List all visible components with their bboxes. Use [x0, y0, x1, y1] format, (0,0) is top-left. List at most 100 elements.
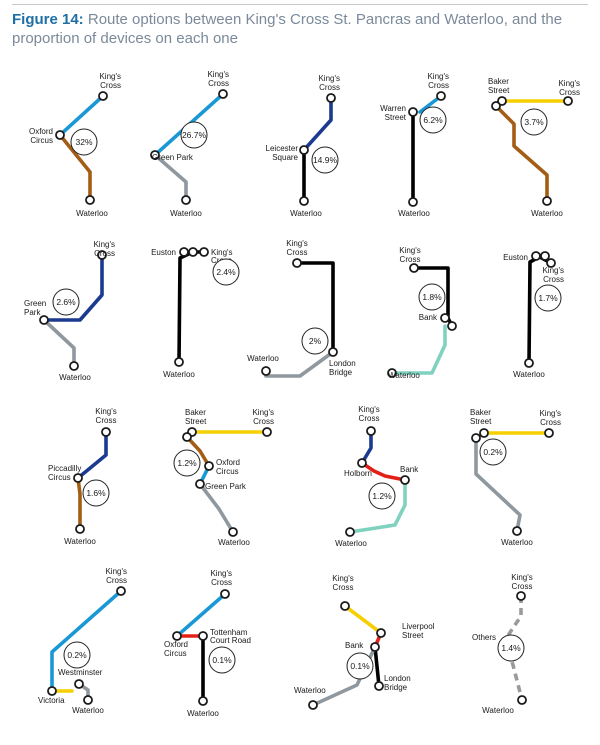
percentage-value: 26.7%	[182, 130, 207, 140]
percentage-value: 2.4%	[216, 267, 236, 277]
station-label: Waterloo	[501, 538, 533, 547]
station-marker	[261, 366, 271, 376]
station-marker	[299, 145, 309, 155]
station-label: Waterloo	[531, 209, 563, 218]
station-label: King's	[511, 573, 533, 582]
route-line	[76, 430, 108, 480]
percentage-value: 1.6%	[86, 488, 106, 498]
station-marker	[408, 107, 418, 117]
station-label: Green Park	[152, 153, 194, 162]
station-label: Cross	[359, 414, 380, 423]
route-line	[50, 589, 123, 693]
route-line	[76, 476, 82, 531]
station-label: Holborn	[344, 469, 372, 478]
station-marker	[73, 473, 83, 483]
station-label: London	[329, 359, 356, 368]
station-marker	[491, 101, 501, 111]
station-marker	[366, 426, 376, 436]
station-label: Others	[472, 633, 496, 642]
station-marker	[97, 250, 107, 260]
station-marker	[101, 427, 111, 437]
route-line	[494, 104, 549, 203]
route-line	[58, 94, 105, 137]
station-marker	[172, 631, 182, 641]
route-line	[175, 592, 227, 638]
station-marker	[345, 527, 355, 537]
station-marker	[75, 524, 85, 534]
station-marker	[179, 247, 189, 257]
station-marker	[308, 700, 318, 710]
station-marker	[262, 427, 272, 437]
station-label: Street	[402, 631, 424, 640]
station-label: Waterloo	[398, 209, 430, 218]
percentage-value: 1.4%	[501, 643, 521, 653]
station-marker	[546, 258, 556, 268]
station-label: Oxford	[164, 640, 188, 649]
station-label: Waterloo	[335, 539, 367, 548]
title-rule	[12, 4, 588, 5]
station-marker	[400, 475, 410, 485]
percentage-value: 14.9%	[313, 155, 338, 165]
station-label: Waterloo	[170, 209, 202, 218]
percentage-value: 0.1%	[350, 661, 370, 671]
percentage-badge	[208, 646, 236, 674]
station-marker	[387, 368, 397, 378]
route-line	[153, 153, 188, 202]
station-label: Cross	[287, 248, 308, 257]
station-label: Bank	[345, 641, 364, 650]
percentage-value: 32%	[75, 137, 92, 147]
station-marker	[174, 357, 184, 367]
station-marker	[85, 195, 95, 205]
route-line	[302, 96, 333, 152]
station-marker	[326, 93, 336, 103]
percentage-badge	[311, 146, 339, 174]
figure-title-text: Route options between King's Cross St. P…	[12, 11, 563, 47]
station-marker	[440, 313, 450, 323]
percentage-badge	[418, 283, 446, 311]
percentage-badge	[173, 449, 201, 477]
station-label: Cross	[333, 583, 354, 592]
station-label: Euston	[503, 253, 528, 262]
station-label: Cross	[319, 83, 340, 92]
station-label: Baker	[185, 408, 206, 417]
station-label: King's	[105, 567, 127, 576]
route-line	[198, 482, 235, 534]
percentage-value: 0.1%	[212, 655, 232, 665]
percentage-value: 2%	[309, 336, 322, 346]
station-label: Cross	[512, 582, 533, 591]
station-marker	[198, 696, 208, 706]
station-marker	[220, 589, 230, 599]
percentage-badge	[180, 121, 208, 149]
station-label: Waterloo	[218, 538, 250, 547]
station-marker	[563, 96, 573, 106]
station-label: King's	[210, 569, 232, 578]
station-label: Cross	[94, 249, 115, 258]
station-label: Cross	[540, 418, 561, 427]
station-label: Waterloo	[187, 709, 219, 718]
station-label: King's	[558, 79, 580, 88]
percentage-badge	[63, 641, 91, 669]
station-marker	[218, 89, 228, 99]
station-label: Cross	[428, 81, 449, 90]
station-label: King's	[286, 239, 308, 248]
station-marker	[374, 681, 384, 691]
percentage-value: 1.8%	[422, 292, 442, 302]
station-label: King's	[332, 574, 354, 583]
station-marker	[408, 197, 418, 207]
station-label: Waterloo	[247, 354, 279, 363]
station-label: King's	[252, 408, 274, 417]
station-label: Cross	[400, 255, 421, 264]
station-marker	[542, 196, 552, 206]
station-label: King's	[207, 70, 229, 79]
station-marker	[447, 321, 457, 331]
route-line	[474, 436, 522, 533]
station-label: Street	[185, 417, 207, 426]
station-marker	[150, 150, 160, 160]
percentage-badge	[301, 327, 329, 355]
